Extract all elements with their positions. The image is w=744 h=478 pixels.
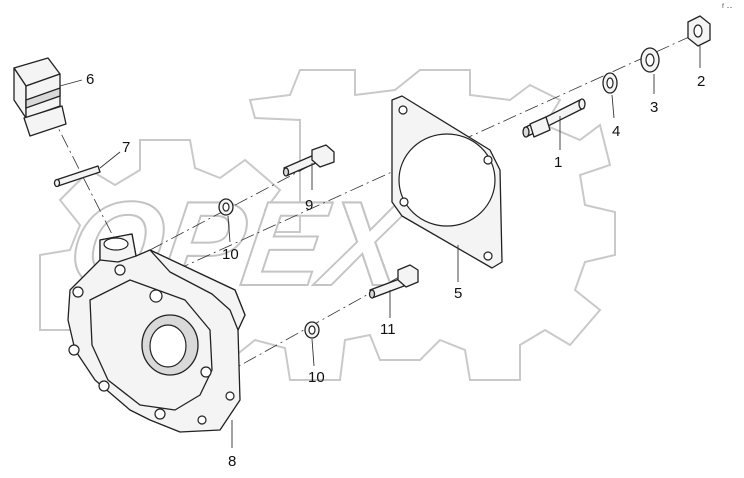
callout-8: 8 (228, 453, 236, 470)
housing (67, 233, 246, 433)
callout-3: 3 (650, 99, 658, 116)
callout-9: 9 (305, 197, 313, 214)
coupling-sleeve (13, 57, 67, 137)
callouts: 1 2 3 4 5 6 7 8 9 10 11 10 (86, 71, 705, 470)
nut (687, 15, 711, 47)
stud-shaft (522, 98, 586, 138)
bolt-lower (368, 264, 419, 299)
callout-10-upper: 10 (222, 246, 239, 263)
callout-2: 2 (697, 73, 705, 90)
pin (53, 165, 101, 188)
callout-7: 7 (122, 139, 130, 156)
callout-11: 11 (380, 321, 396, 338)
callout-5: 5 (454, 285, 462, 302)
washer-upper (218, 198, 234, 216)
washer-4 (602, 72, 618, 94)
washer-lower (304, 321, 320, 339)
callout-6: 6 (86, 71, 94, 88)
gasket (391, 95, 503, 269)
lock-washer (640, 47, 660, 73)
leader-lines (59, 46, 701, 448)
corner-mark: ᶠ ·· (722, 2, 733, 12)
callout-1: 1 (554, 154, 562, 171)
callout-10-lower: 10 (308, 369, 325, 386)
bolt-upper (282, 144, 335, 177)
callout-4: 4 (612, 123, 620, 140)
